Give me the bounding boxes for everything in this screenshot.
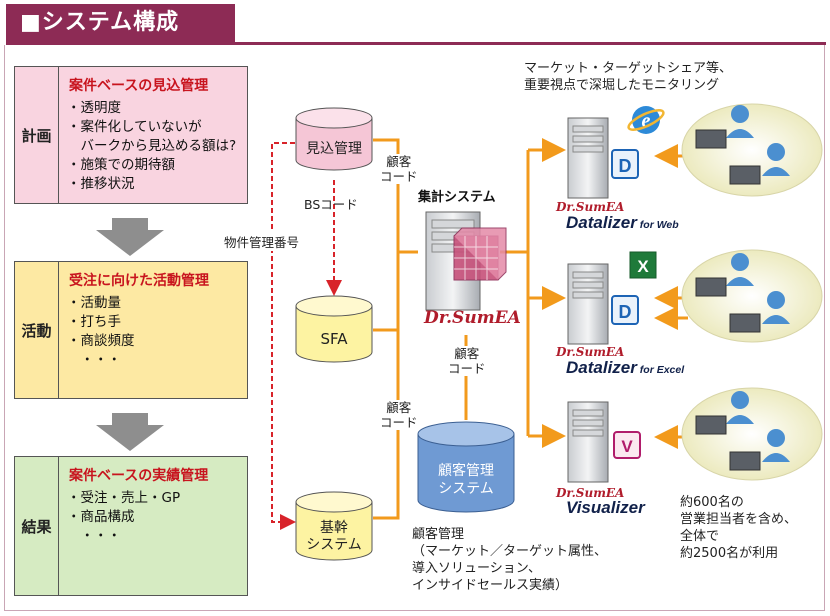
stage-result-label: 結果 xyxy=(15,457,59,595)
kokyaku-code-label-2: 顧客 コード xyxy=(380,400,418,430)
user-group-1 xyxy=(681,103,823,197)
stage-item: ・活動量 xyxy=(67,295,121,311)
stage-item: ・推移状況 xyxy=(67,176,135,192)
datalizer-icon: D xyxy=(611,149,639,179)
product-3-logo: Dr.SumEA xyxy=(556,486,625,500)
product-1-name: Datalizer for Web xyxy=(566,213,679,232)
stage-action-label: 活動 xyxy=(15,262,59,398)
stage-item: ・透明度 xyxy=(67,100,121,116)
db-sfa-shape xyxy=(295,295,373,363)
user-icon xyxy=(726,391,754,424)
bukken-label: 物件管理番号 xyxy=(224,232,300,251)
svg-text:V: V xyxy=(621,437,633,456)
aggregation-logo: Dr.SumEA xyxy=(424,308,521,328)
content-frame xyxy=(4,45,825,611)
user-icon xyxy=(762,143,790,176)
excel-icon: X xyxy=(629,251,657,279)
datalizer-icon: D xyxy=(611,295,639,325)
user-icon xyxy=(726,253,754,286)
product-1-logo: Dr.SumEA xyxy=(556,200,625,214)
stage-action: 活動 受注に向けた活動管理 ・活動量 ・打ち手 ・商談頻度 ・・・ xyxy=(14,261,248,399)
stage-result: 結果 案件ベースの実績管理 ・受注・売上・GP ・商品構成 ・・・ xyxy=(14,456,248,596)
svg-text:e: e xyxy=(642,110,651,132)
visualizer-icon: V xyxy=(613,431,641,459)
stage-item: ・案件化していないが バークから見込める額は? xyxy=(67,119,237,154)
page-title: ■システム構成 xyxy=(6,4,235,42)
user-icon xyxy=(762,291,790,324)
server-icon xyxy=(567,401,609,483)
svg-text:D: D xyxy=(619,156,632,176)
product-2-name: Datalizer for Excel xyxy=(566,358,685,377)
svg-text:X: X xyxy=(637,257,649,276)
stage-action-heading: 受注に向けた活動管理 xyxy=(69,273,209,289)
db-kokyaku-shape xyxy=(417,421,515,513)
stage-item: ・商談頻度 xyxy=(67,333,135,349)
users-note: 約600名の 営業担当者を含め、 全体で 約2500名が利用 xyxy=(680,495,798,561)
db-kokyaku-label: 顧客管理 システム xyxy=(438,463,494,497)
monitoring-note: マーケット・ターゲットシェア等、 重要視点で深堀したモニタリング xyxy=(524,61,733,93)
user-icon xyxy=(762,429,790,462)
stage-plan: 計画 案件ベースの見込管理 ・透明度 ・案件化していないが バークから見込める額… xyxy=(14,66,248,204)
stage-item: ・施策での期待額 xyxy=(67,157,175,173)
svg-text:D: D xyxy=(619,302,632,322)
kokyaku-code-label-1: 顧客 コード xyxy=(380,154,418,184)
stage-plan-items: ・透明度 ・案件化していないが バークから見込める額は? ・施策での期待額 ・推… xyxy=(67,99,236,194)
customer-note: 顧客管理 （マーケット／ターゲット属性、 導入ソリューション、 インサイドセール… xyxy=(412,527,608,593)
user-group-3 xyxy=(681,387,823,481)
stage-arrow-2 xyxy=(96,413,164,451)
db-kikan-shape xyxy=(295,491,373,561)
user-icon xyxy=(726,105,754,138)
product-3-name: Visualizer xyxy=(566,498,645,517)
aggregation-server-icon xyxy=(425,211,507,311)
title-underline xyxy=(6,42,826,45)
db-mikomi-shape xyxy=(295,107,373,171)
stage-result-items: ・受注・売上・GP ・商品構成 ・・・ xyxy=(67,489,180,546)
ie-icon: e xyxy=(627,106,665,134)
db-sfa-label: SFA xyxy=(320,330,348,348)
stage-item: ・・・ xyxy=(67,528,121,544)
kokyaku-code-label-3: 顧客 コード xyxy=(448,346,486,376)
stage-plan-heading: 案件ベースの見込管理 xyxy=(69,78,209,94)
server-icon xyxy=(567,263,609,345)
db-kikan-label: 基幹 システム xyxy=(306,520,362,553)
stage-action-items: ・活動量 ・打ち手 ・商談頻度 ・・・ xyxy=(67,294,135,370)
product-2-logo: Dr.SumEA xyxy=(556,345,625,359)
stage-result-heading: 案件ベースの実績管理 xyxy=(69,468,209,484)
user-group-2 xyxy=(681,249,823,343)
bs-code-label: BSコード xyxy=(304,197,358,212)
stage-item: ・商品構成 xyxy=(67,509,135,525)
stage-item: ・・・ xyxy=(67,352,121,368)
stage-item: ・受注・売上・GP xyxy=(67,490,181,506)
db-mikomi-label: 見込管理 xyxy=(306,141,362,157)
stage-item: ・打ち手 xyxy=(67,314,121,330)
stage-plan-label: 計画 xyxy=(15,67,59,203)
stage-arrow-1 xyxy=(96,218,164,256)
server-icon xyxy=(567,117,609,199)
aggregation-title: 集計システム xyxy=(418,190,496,205)
